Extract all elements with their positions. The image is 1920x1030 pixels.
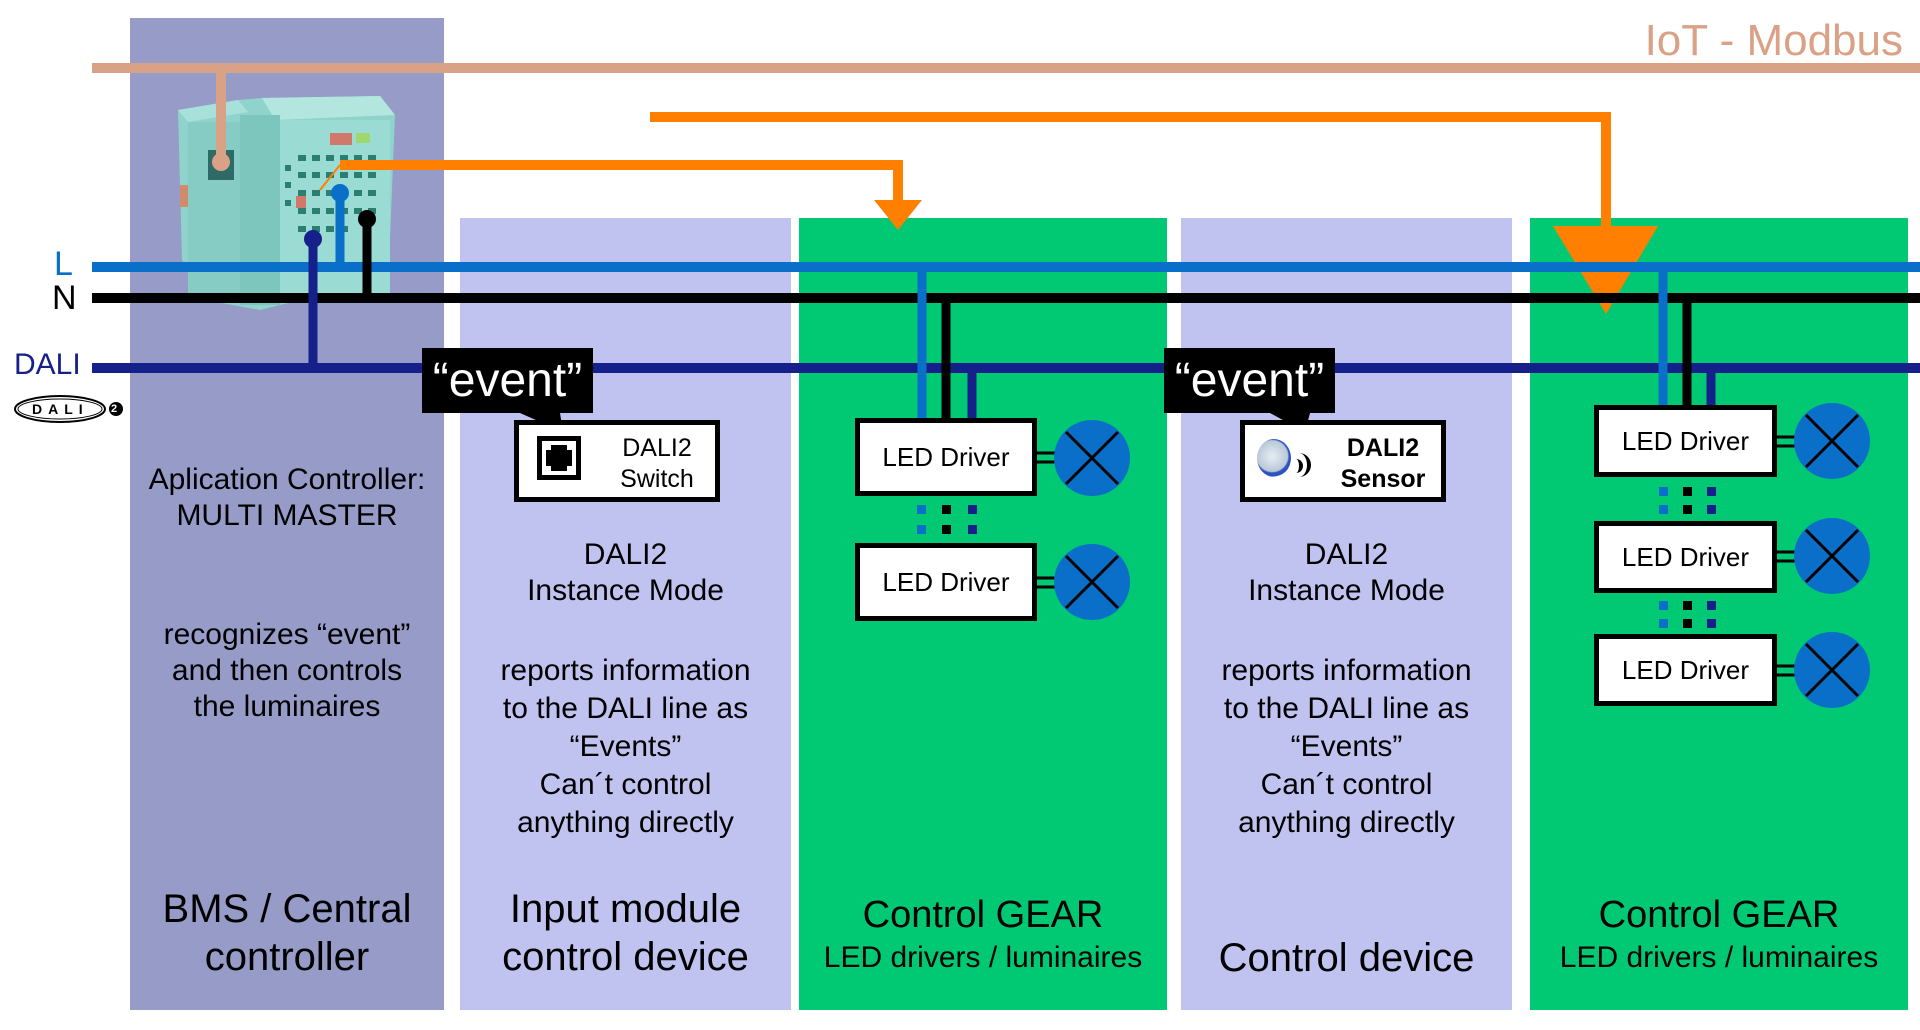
gear-2-continuation-dots <box>1659 487 1716 628</box>
bms-title: BMS / Central controller <box>130 885 444 981</box>
bms-desc-line: the luminaires <box>193 690 381 723</box>
dali2-sensor-device: DALI2 Sensor <box>1240 420 1446 502</box>
event-callout: “event” <box>1164 348 1335 413</box>
dali2-switch-device: DALI2 Switch <box>514 420 720 502</box>
mode-line: Instance Mode <box>1248 574 1445 607</box>
control-gear-2-subtitle: LED drivers / luminaires <box>1559 941 1879 974</box>
dali-line-label: DALI <box>14 348 81 381</box>
bms-desc-line: and then controls <box>171 654 403 687</box>
control-device-title: Control device <box>1218 936 1475 980</box>
panel-control-gear-2 <box>1530 218 1908 1010</box>
motion-sensor-icon <box>1257 437 1317 487</box>
luminaire-icon <box>1777 518 1870 594</box>
dali-connector-dot <box>304 230 322 248</box>
device-label: Sensor <box>1340 465 1426 494</box>
bms-desc-line: recognizes “event” <box>163 618 411 651</box>
event-callout: “event” <box>422 348 593 413</box>
info-line: reports information <box>500 654 751 687</box>
gear-1-continuation-dots <box>917 505 977 534</box>
input-info-text: reports information to the DALI line as … <box>460 652 791 842</box>
control-device-info-text: reports information to the DALI line as … <box>1181 652 1512 842</box>
info-line: to the DALI line as <box>1223 692 1470 725</box>
controller-device-icon <box>178 96 395 310</box>
gear-1-feed-wires <box>917 267 977 420</box>
bms-description: Aplication Controller: MULTI MASTER <box>130 462 444 534</box>
led-driver: LED Driver <box>1594 405 1777 477</box>
bms-desc-line: MULTI MASTER <box>176 499 398 532</box>
info-line: “Events” <box>569 730 682 763</box>
bms-desc-line: Aplication Controller: <box>148 463 426 496</box>
input-module-title: Input module control device <box>460 885 791 981</box>
control-gear-1-title: Control GEAR <box>862 894 1104 936</box>
iot-modbus-label: IoT - Modbus <box>1644 16 1903 65</box>
control-device-mode-text: DALI2 Instance Mode <box>1181 537 1512 609</box>
device-label: DALI2 <box>1346 434 1420 462</box>
led-driver: LED Driver <box>1594 634 1777 706</box>
info-line: reports information <box>1221 654 1472 687</box>
control-gear-1-subtitle: LED drivers / luminaires <box>823 941 1143 974</box>
led-driver: LED Driver <box>1594 521 1777 593</box>
live-line-label: L <box>54 245 73 283</box>
bms-title-line: controller <box>204 935 370 979</box>
luminaire-icon <box>1777 403 1870 479</box>
neutral-line-label: N <box>52 279 77 317</box>
info-line: anything directly <box>1238 806 1455 839</box>
switch-icon <box>537 436 581 480</box>
control-gear-2-title: Control GEAR <box>1598 894 1840 936</box>
bms-function: recognizes “event” and then controls the… <box>130 617 444 725</box>
device-label: Switch <box>620 465 694 494</box>
luminaire-icon <box>1037 420 1130 496</box>
info-line: anything directly <box>517 806 734 839</box>
iot-connector-dot <box>212 153 230 171</box>
luminaire-icon <box>1037 544 1130 620</box>
title-line: control device <box>502 935 749 979</box>
info-line: Can´t control <box>1260 768 1433 801</box>
live-connector-dot <box>331 184 349 202</box>
gear-2-feed-wires <box>1658 267 1716 406</box>
info-line: “Events” <box>1290 730 1403 763</box>
input-mode-text: DALI2 Instance Mode <box>460 537 791 609</box>
led-driver: LED Driver <box>855 543 1037 621</box>
bms-title-line: BMS / Central <box>162 887 412 931</box>
mode-line: DALI2 <box>583 538 668 571</box>
info-line: to the DALI line as <box>502 692 749 725</box>
neutral-connector-dot <box>358 210 376 228</box>
info-line: Can´t control <box>539 768 712 801</box>
signal-arrow-gear-1 <box>340 160 922 230</box>
device-label: DALI2 <box>622 434 692 462</box>
dali2-logo-badge: 2 <box>111 403 118 415</box>
led-driver: LED Driver <box>855 418 1037 496</box>
title-line: Input module <box>509 887 742 931</box>
dali2-logo-icon <box>14 395 123 423</box>
mode-line: DALI2 <box>1304 538 1389 571</box>
luminaire-icon <box>1777 632 1870 708</box>
signal-arrow-gear-2 <box>650 112 1658 314</box>
dali2-logo-text: DALI <box>32 401 89 417</box>
mode-line: Instance Mode <box>527 574 724 607</box>
